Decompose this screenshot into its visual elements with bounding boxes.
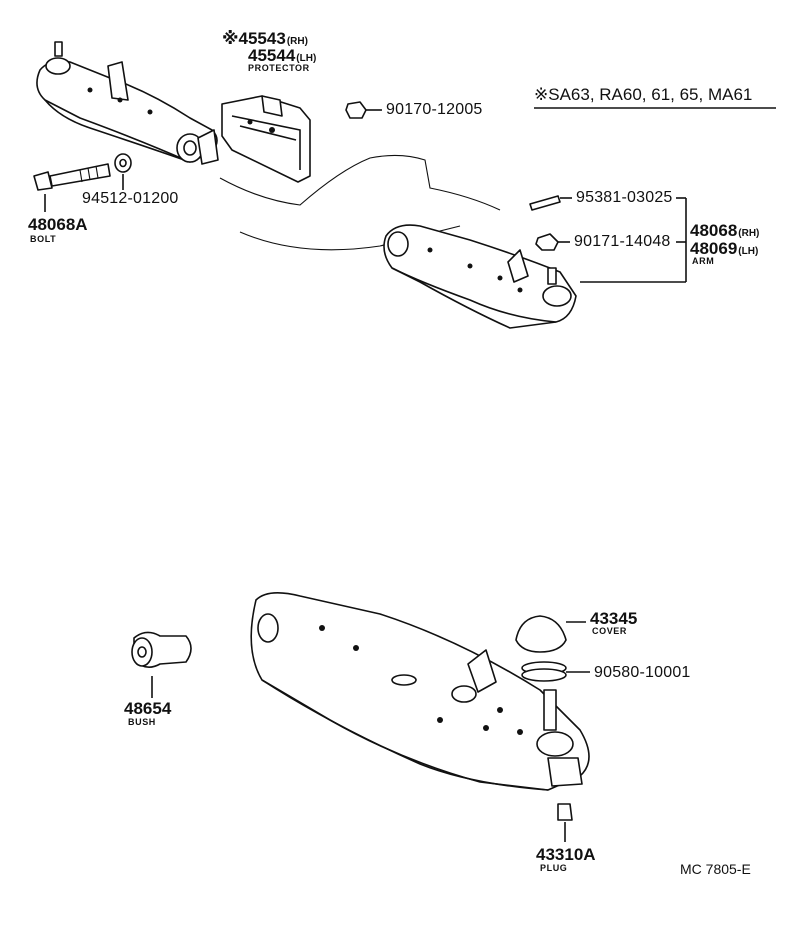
arm-rh-label: 48068(RH) [690, 222, 759, 240]
right-control-arm [383, 224, 577, 329]
plug-43310a [557, 803, 573, 842]
cover-part-number: 43345 [590, 609, 638, 628]
upper-left-control-arm [36, 41, 219, 165]
model-note: ※SA63, RA60, 61, 65, MA61 [534, 85, 753, 104]
protector-lh-label: 45544(LH) [248, 47, 316, 65]
protector-rh-suffix: (RH) [286, 36, 308, 47]
arm-lh-label: 48069(LH) [690, 240, 758, 258]
arm-lh-suffix: (LH) [738, 246, 759, 257]
boot-cover-43345 [515, 615, 586, 653]
protector-bracket [221, 95, 311, 183]
bush-name: BUSH [128, 717, 156, 727]
grease-fitting-part-number: 95381-03025 [576, 189, 673, 206]
clip-part-number: 90580-10001 [594, 664, 691, 681]
bolt-name: BOLT [30, 234, 57, 244]
vehicle-body-outline [219, 154, 501, 251]
arm-rh-number: 48068 [690, 221, 738, 240]
nut-90170 [345, 101, 382, 119]
plug-part-number: 43310A [536, 845, 596, 864]
bush-part-number: 48654 [124, 699, 172, 718]
protector-rh-label: ※45543(RH) [222, 30, 308, 48]
washer-nut-94512 [114, 153, 132, 190]
clip-ring-90580 [521, 661, 590, 682]
protector-rh-number: ※45543 [222, 29, 286, 48]
nut-90171 [535, 233, 570, 251]
bolt-48068a [33, 163, 111, 212]
nut-arm-part-number: 90171-14048 [574, 233, 671, 250]
bolt-part-number: 48068A [28, 215, 88, 234]
washer-nut-part-number: 94512-01200 [82, 190, 179, 207]
bush-48654 [131, 631, 192, 698]
arm-name: ARM [692, 256, 715, 266]
lower-control-arm-detail [250, 592, 590, 791]
cover-name: COVER [592, 626, 628, 636]
arm-lh-number: 48069 [690, 239, 738, 258]
plug-name: PLUG [540, 863, 568, 873]
protector-lh-number: 45544 [248, 46, 296, 65]
arm-rh-suffix: (RH) [738, 228, 760, 239]
grease-fitting-95381 [529, 195, 572, 211]
drawing-reference: MC 7805-E [680, 861, 751, 877]
arm-callout-bracket [580, 197, 687, 283]
protector-lh-suffix: (LH) [296, 53, 317, 64]
protector-name: PROTECTOR [248, 63, 310, 73]
nut-top-part-number: 90170-12005 [386, 101, 483, 118]
